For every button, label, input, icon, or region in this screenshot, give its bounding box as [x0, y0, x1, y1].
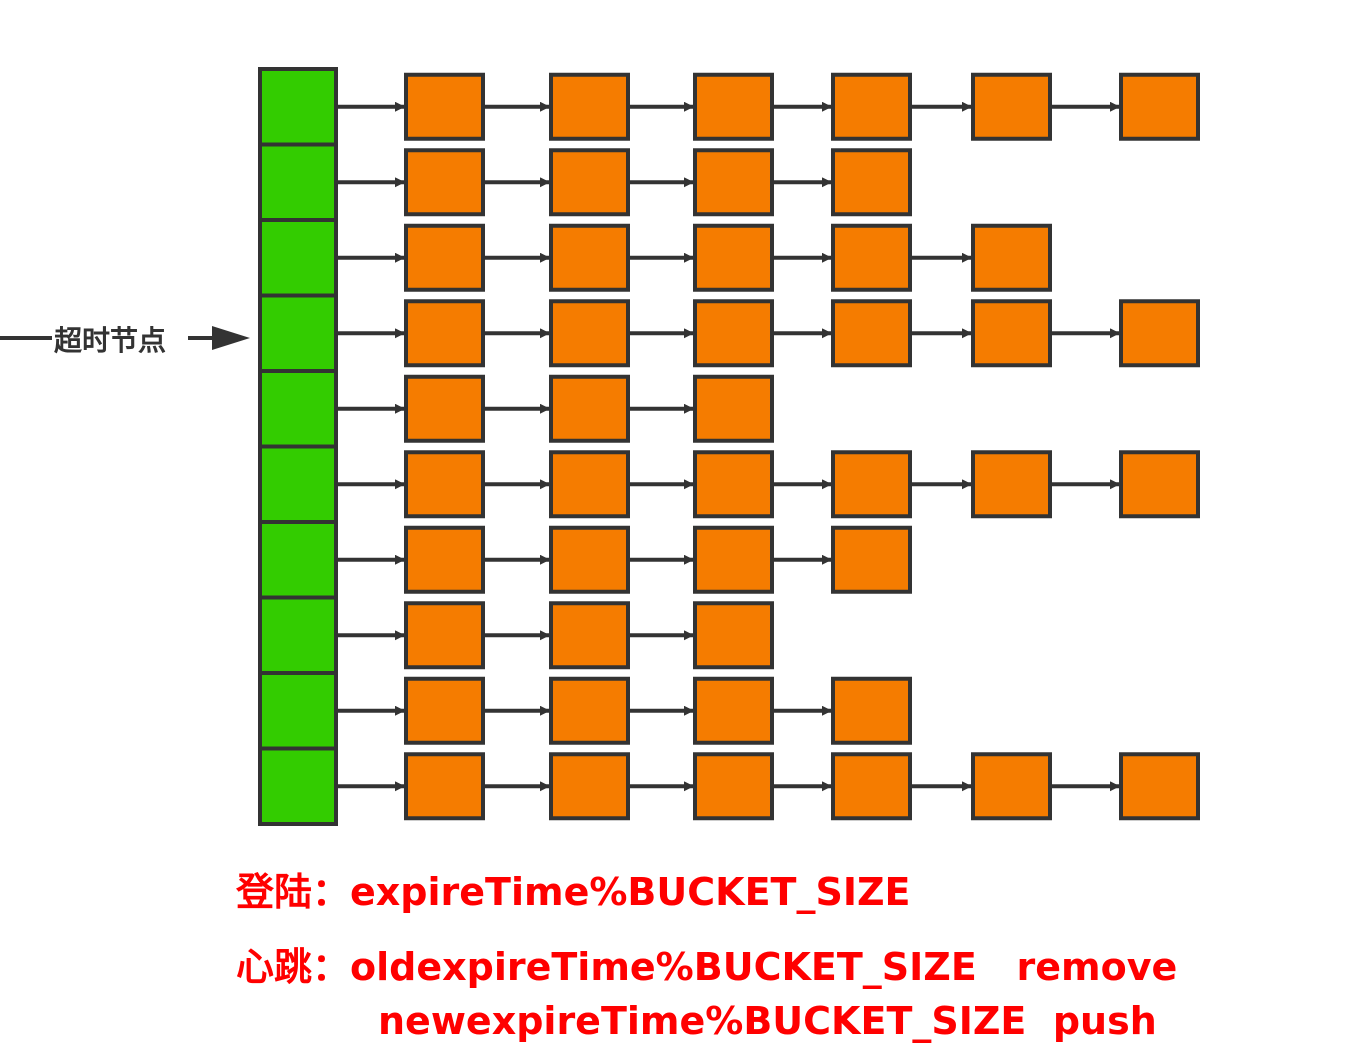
list-node: [831, 676, 912, 745]
list-node: [404, 752, 485, 821]
list-node: [831, 72, 912, 141]
bucket-slot: [258, 746, 338, 826]
list-node: [1119, 450, 1200, 519]
list-node: [404, 601, 485, 670]
list-node: [831, 450, 912, 519]
timeout-node-label: 超时节点: [54, 324, 166, 357]
list-node: [404, 72, 485, 141]
list-node: [693, 223, 774, 292]
list-node: [549, 752, 630, 821]
bucket-array: [258, 67, 338, 826]
bucket-slot: [258, 369, 338, 449]
list-node: [404, 676, 485, 745]
list-node: [1119, 72, 1200, 141]
login-caption: 登陆：expireTime%BUCKET_SIZE: [236, 873, 910, 911]
bucket-slot: [258, 218, 338, 298]
list-node: [549, 676, 630, 745]
bucket-slot: [258, 595, 338, 675]
login-prefix: 登陆：: [236, 870, 351, 914]
bucket-slot: [258, 520, 338, 600]
list-node: [971, 223, 1052, 292]
list-node: [971, 299, 1052, 368]
heartbeat-push-line: newexpireTime%BUCKET_SIZE push: [378, 999, 1157, 1043]
heartbeat-push-caption: newexpireTime%BUCKET_SIZE push: [378, 1002, 1157, 1040]
list-node: [693, 752, 774, 821]
list-node: [693, 72, 774, 141]
list-node: [693, 148, 774, 217]
list-node: [831, 525, 912, 594]
list-node: [831, 299, 912, 368]
list-node: [831, 223, 912, 292]
login-expression: expireTime%BUCKET_SIZE: [350, 870, 911, 914]
pointer-arrowhead: [212, 326, 250, 350]
list-node: [693, 676, 774, 745]
list-node: [693, 601, 774, 670]
list-node: [971, 450, 1052, 519]
list-node: [1119, 752, 1200, 821]
list-node: [549, 374, 630, 443]
bucket-slot: [258, 142, 338, 222]
list-node: [404, 374, 485, 443]
list-node: [549, 148, 630, 217]
list-node: [404, 299, 485, 368]
list-node: [549, 450, 630, 519]
bucket-slot: [258, 67, 338, 147]
heartbeat-prefix: 心跳：: [236, 945, 351, 989]
list-node: [971, 72, 1052, 141]
list-node: [693, 525, 774, 594]
list-node: [404, 450, 485, 519]
list-node: [693, 374, 774, 443]
list-node: [971, 752, 1052, 821]
list-node: [549, 525, 630, 594]
bucket-slot: [258, 293, 338, 373]
list-node: [1119, 299, 1200, 368]
list-node: [404, 148, 485, 217]
list-node: [831, 752, 912, 821]
list-node: [404, 525, 485, 594]
list-node: [549, 72, 630, 141]
list-node: [693, 299, 774, 368]
list-node: [549, 299, 630, 368]
list-node: [549, 223, 630, 292]
list-node: [549, 601, 630, 670]
list-node: [831, 148, 912, 217]
node-chains: [338, 72, 1200, 821]
heartbeat-remove-line: oldexpireTime%BUCKET_SIZE remove: [350, 945, 1178, 989]
bucket-slot: [258, 671, 338, 751]
bucket-slot: [258, 444, 338, 524]
timing-wheel-diagram: 超时节点: [0, 67, 1200, 826]
list-node: [404, 223, 485, 292]
heartbeat-caption: 心跳：oldexpireTime%BUCKET_SIZE remove: [236, 948, 1177, 986]
list-node: [693, 450, 774, 519]
